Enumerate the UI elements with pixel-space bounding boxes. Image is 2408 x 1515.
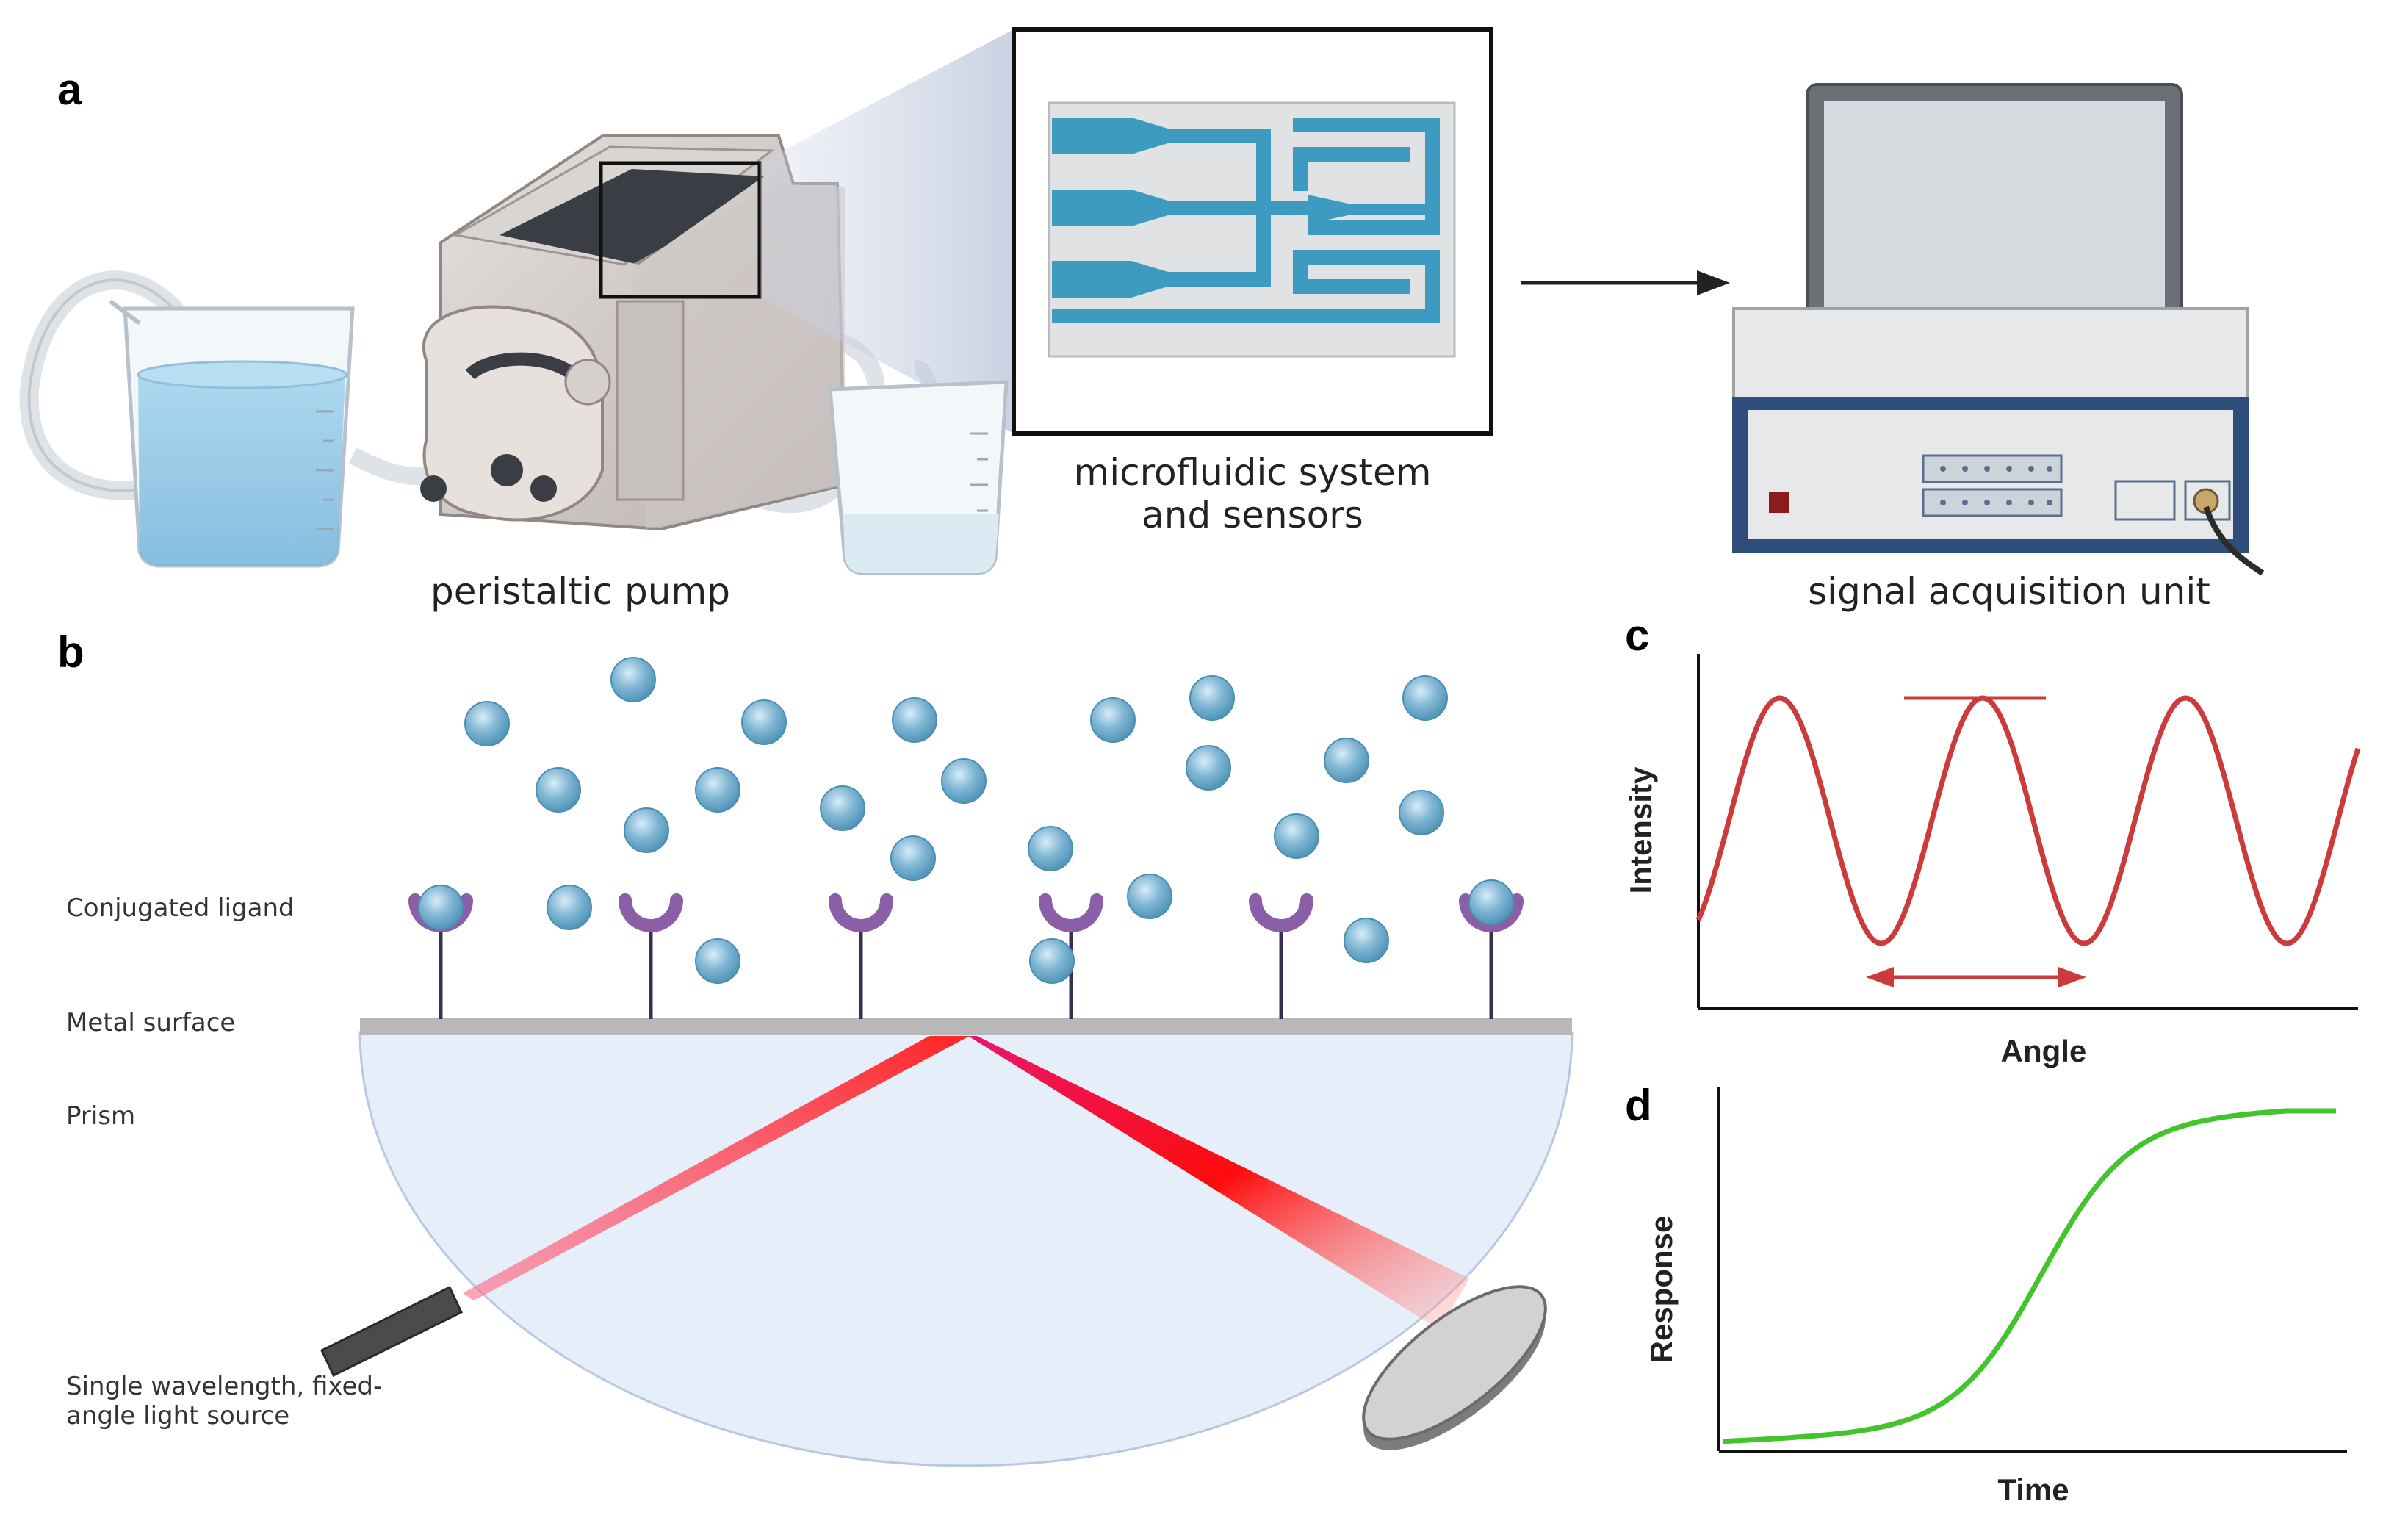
metal-label: Metal surface bbox=[66, 1008, 235, 1037]
reflected-beam bbox=[968, 1036, 1469, 1330]
prism-label: Prism bbox=[66, 1101, 135, 1131]
chart-d-series-line bbox=[1722, 1108, 2336, 1444]
chart-d-ylabel: Response bbox=[1644, 1216, 1679, 1364]
chart-c-period-arrow bbox=[1866, 967, 2086, 987]
chart-c-ylabel: Intensity bbox=[1623, 766, 1658, 893]
panel-b-letter: b bbox=[57, 627, 84, 677]
prism bbox=[358, 1031, 1574, 1467]
light-source bbox=[320, 1285, 463, 1378]
microfluidic-caption-line1: microfluidic system bbox=[1074, 451, 1432, 494]
microfluidic-chip bbox=[1048, 101, 1456, 358]
source-label-line2: angle light source bbox=[66, 1401, 289, 1431]
metal-surface bbox=[360, 1018, 1572, 1035]
beaker-small bbox=[828, 380, 1009, 575]
signal-acquisition-unit bbox=[1732, 307, 2265, 576]
chart-c-series-line bbox=[1695, 695, 2361, 946]
panel-d-letter: d bbox=[1625, 1081, 1652, 1130]
detector bbox=[1362, 1285, 1547, 1450]
beaker-large bbox=[109, 299, 355, 568]
chart-d-xlabel: Time bbox=[1997, 1472, 2069, 1507]
panel-c-letter: c bbox=[1625, 611, 1649, 660]
chart-d-axes bbox=[1717, 1087, 2347, 1453]
flow-arrow bbox=[1521, 270, 1730, 295]
incident-beam bbox=[463, 1036, 970, 1300]
panel-a-letter: a bbox=[57, 65, 82, 114]
ligand-label: Conjugated ligand bbox=[66, 893, 295, 923]
acquisition-caption: signal acquisition unit bbox=[1808, 570, 2210, 613]
pump-caption: peristaltic pump bbox=[430, 570, 730, 613]
chart-c-xlabel: Angle bbox=[2001, 1034, 2087, 1068]
ligands bbox=[439, 929, 1493, 1019]
source-label-line1: Single wavelength, fixed- bbox=[66, 1372, 382, 1401]
microfluidic-caption-line2: and sensors bbox=[1142, 494, 1363, 536]
zoom-cone bbox=[760, 29, 1014, 433]
chart-c-axes bbox=[1697, 654, 2358, 1010]
analyte-particles bbox=[418, 657, 1514, 984]
